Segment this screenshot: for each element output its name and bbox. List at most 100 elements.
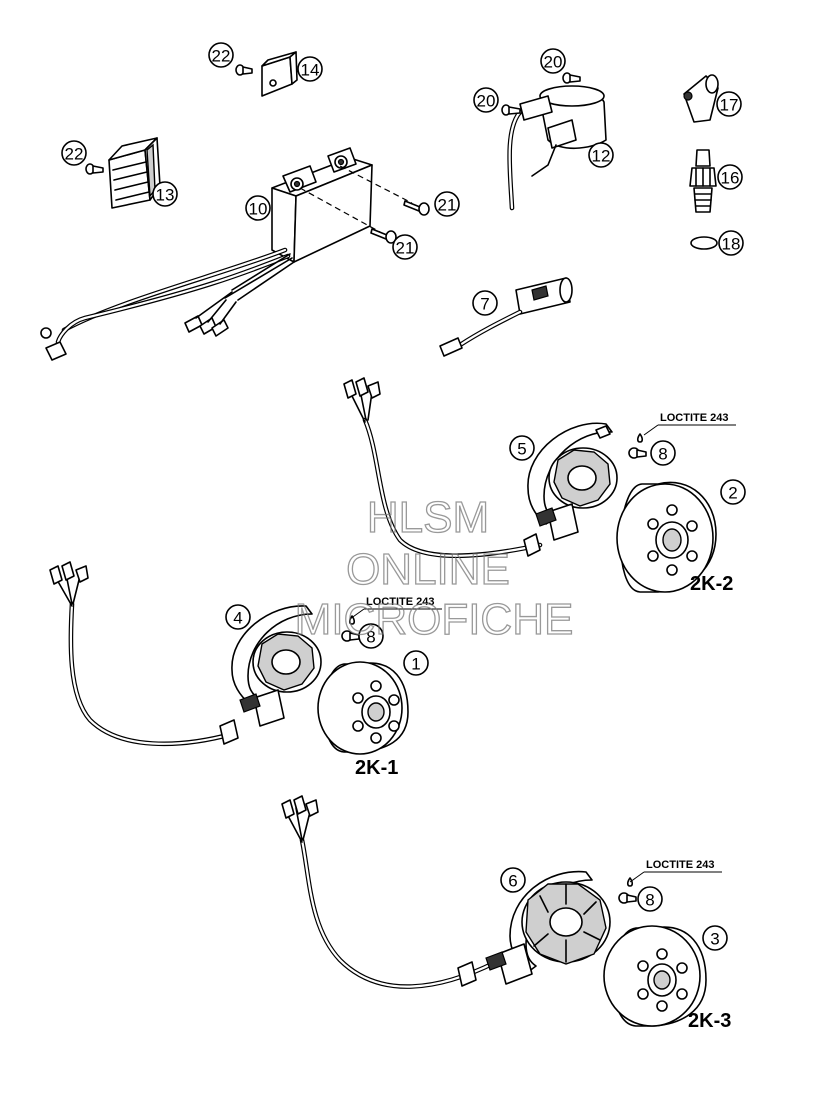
screw-part (501, 104, 521, 116)
loctite-note: LOCTITE 243 (646, 859, 714, 871)
callout-22: 22 (208, 42, 234, 68)
callout-label: 20 (477, 92, 496, 111)
callout-circle (650, 440, 676, 466)
callout-label: 7 (480, 295, 489, 314)
sealing-ring-part (690, 236, 718, 250)
callout-label: 1 (411, 655, 420, 674)
callout-8: 8 (637, 886, 663, 912)
watermark: HLSM ONLINE MICROFICHE (294, 492, 574, 644)
callout-label: 21 (396, 239, 415, 258)
variant-label: 2K-2 (690, 573, 733, 595)
callout-label: 6 (508, 872, 517, 891)
variant-label: 2K-3 (688, 1010, 731, 1032)
callout-label: 8 (645, 891, 654, 910)
ignition-coil-part (507, 85, 607, 211)
variant-label: 2K-1 (355, 757, 398, 779)
callout-2: 2 (720, 479, 746, 505)
callout-circle (718, 230, 744, 256)
callout-circle (716, 91, 742, 117)
callout-label: 4 (233, 609, 242, 628)
screw-part (562, 72, 581, 84)
screw-part (85, 163, 104, 175)
callout-label: 10 (249, 200, 268, 219)
callout-label: 22 (212, 47, 231, 66)
screw-part (235, 64, 253, 76)
callout-6: 6 (500, 867, 526, 893)
callout-circle (358, 623, 384, 649)
bolt-part (628, 433, 647, 459)
loctite-note: LOCTITE 243 (366, 596, 434, 608)
callout-circle (403, 650, 429, 676)
callout-21: 21 (434, 191, 460, 217)
spark-plug-part (689, 149, 717, 213)
cdi-unit-part (271, 147, 373, 263)
callout-label: 22 (65, 145, 84, 164)
callout-1: 1 (403, 650, 429, 676)
callout-8: 8 (358, 623, 384, 649)
callout-circle (434, 191, 460, 217)
spark-plug-cap-part (683, 74, 719, 123)
callout-10: 10 (245, 195, 271, 221)
callout-circle (473, 87, 499, 113)
callout-circle (637, 886, 663, 912)
flywheel-2k1-part (317, 661, 409, 755)
callout-circle (717, 164, 743, 190)
callout-circle (225, 604, 251, 630)
callout-label: 5 (517, 440, 526, 459)
callout-label: 2 (728, 484, 737, 503)
callout-circle (392, 234, 418, 260)
loctite-leader (629, 871, 645, 883)
stator-wire-2k2 (343, 377, 543, 558)
callout-21: 21 (392, 234, 418, 260)
callout-circle (588, 142, 614, 168)
mounting-line (299, 187, 381, 233)
callout-circle (245, 195, 271, 221)
callout-circle (500, 867, 526, 893)
callout-label: 13 (156, 186, 175, 205)
flywheel-2k2-part (616, 481, 717, 593)
callout-8: 8 (650, 440, 676, 466)
callout-4: 4 (225, 604, 251, 630)
stator-2k1-part (231, 605, 322, 727)
variant-labels: 2K-2 2K-1 2K-3 (355, 573, 733, 1032)
callout-18: 18 (718, 230, 744, 256)
callout-circle (152, 181, 178, 207)
flywheel-2k3-part (603, 925, 707, 1027)
bolt-part (618, 877, 637, 904)
callout-label: 21 (438, 196, 457, 215)
watermark-line-2: ONLINE (346, 545, 510, 594)
stator-2k3-part (485, 870, 611, 985)
callout-16: 16 (717, 164, 743, 190)
callout-circle (540, 48, 566, 74)
callout-13: 13 (152, 181, 178, 207)
rectifier-part (108, 137, 161, 209)
callout-circle (509, 435, 535, 461)
stator-wire-2k1 (49, 561, 239, 747)
callout-label: 17 (720, 96, 739, 115)
watermark-line-1: HLSM (367, 493, 489, 542)
callout-circle (297, 56, 323, 82)
callout-20: 20 (540, 48, 566, 74)
cdi-wiring-harness (40, 247, 295, 361)
callout-circle (61, 140, 87, 166)
callout-circle (720, 479, 746, 505)
mounting-line (339, 165, 413, 204)
bolt-part (370, 228, 397, 244)
callout-20: 20 (473, 87, 499, 113)
callout-label: 18 (722, 235, 741, 254)
callout-circle (472, 290, 498, 316)
regulator-bracket-part (261, 51, 298, 97)
callout-3: 3 (702, 925, 728, 951)
callout-12: 12 (588, 142, 614, 168)
callout-circle (702, 925, 728, 951)
callout-circle (208, 42, 234, 68)
callout-label: 3 (710, 930, 719, 949)
condenser-part (439, 277, 573, 357)
callout-label: 14 (301, 61, 320, 80)
callout-label: 20 (544, 53, 563, 72)
loctite-note: LOCTITE 243 (660, 412, 728, 424)
callout-22: 22 (61, 140, 87, 166)
